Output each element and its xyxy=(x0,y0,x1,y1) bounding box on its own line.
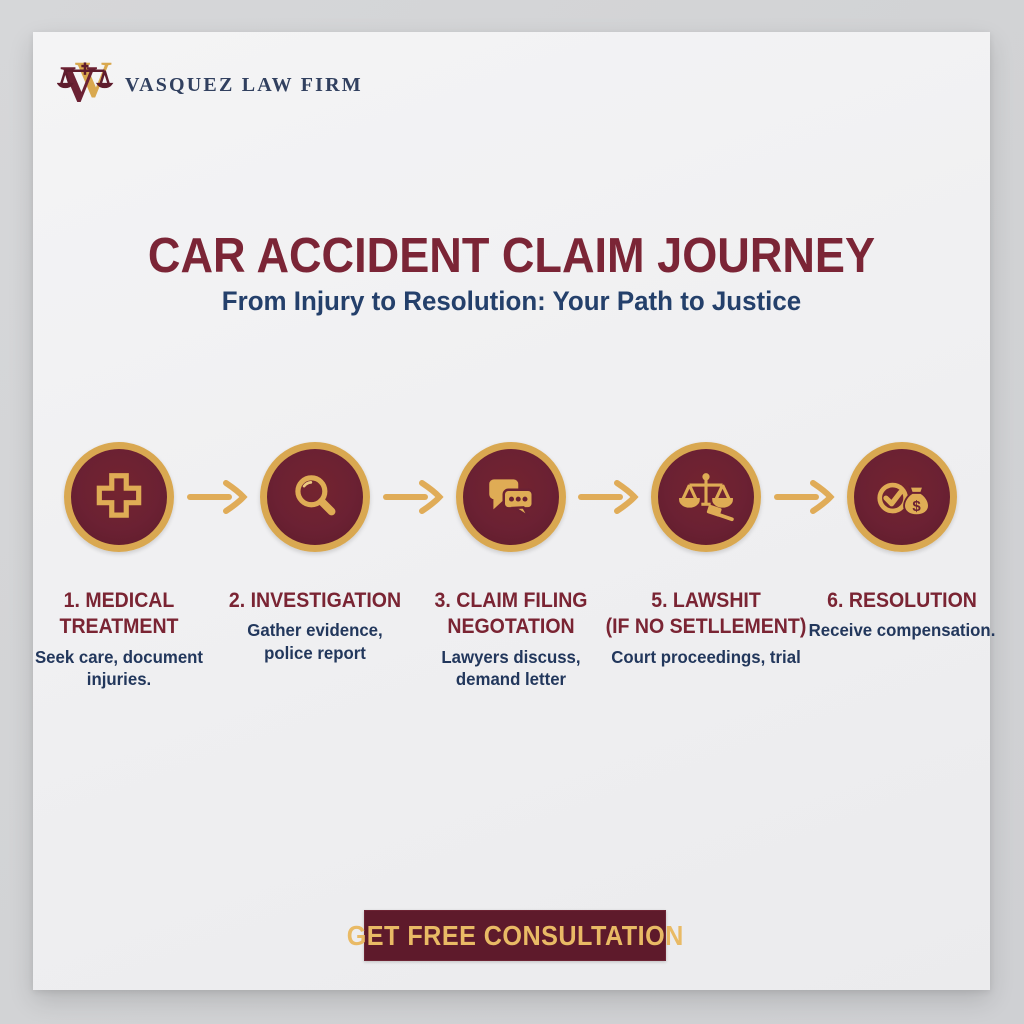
page-subtitle: From Injury to Resolution: Your Path to … xyxy=(221,286,802,316)
step-title: 2. INVESTIGATION xyxy=(228,589,402,612)
scales-gavel-icon xyxy=(679,473,734,522)
step-circle-investigation xyxy=(260,442,370,552)
brand-header: V V VASQUEZ LAW FIRM xyxy=(57,50,363,108)
step-description: Lawyers discuss, demand letter xyxy=(441,646,581,689)
cta-label: GET FREE CONSULTATION xyxy=(346,919,684,951)
check-money-bag-icon: $ xyxy=(877,482,930,517)
step-description: Seek care, document injuries. xyxy=(34,646,204,689)
step-title: 1. MEDICAL TREATMENT xyxy=(59,589,179,639)
scales-of-justice-glyph xyxy=(57,62,114,89)
arrow-right-icon xyxy=(187,480,248,514)
step-lawsuit: 5. LAWSHIT (IF NO SETLLEMENT) Court proc… xyxy=(591,588,821,668)
get-free-consultation-button[interactable]: GET FREE CONSULTATION xyxy=(346,910,683,961)
step-description: Gather evidence, police report xyxy=(247,620,383,663)
step-circle-claim-filing xyxy=(456,442,566,552)
logo-letter-maroon: V xyxy=(60,56,97,108)
chat-bubbles-icon xyxy=(489,479,534,519)
step-circle-medical xyxy=(64,442,174,552)
logo-letter-gold: V xyxy=(75,52,112,108)
step-description: Receive compensation. xyxy=(808,620,996,641)
brand-name: VASQUEZ LAW FIRM xyxy=(125,73,363,96)
step-circle-resolution: $ xyxy=(847,442,957,552)
step-investigation: 2. INVESTIGATION Gather evidence, police… xyxy=(200,588,430,664)
magnifier-icon xyxy=(295,475,336,516)
infographic-card: V V VASQUEZ LAW FIRM CAR ACCIDENT CLAIM … xyxy=(33,32,995,990)
step-resolution: 6. RESOLUTION Receive compensation. xyxy=(787,588,1017,642)
step-title: 5. LAWSHIT (IF NO SETLLEMENT) xyxy=(605,589,807,639)
arrow-right-icon xyxy=(578,480,639,514)
step-description: Court proceedings, trial xyxy=(611,646,801,667)
page-title: CAR ACCIDENT CLAIM JOURNEY xyxy=(147,229,876,283)
step-title: 6. RESOLUTION xyxy=(827,589,977,612)
dollar-glyph: $ xyxy=(912,498,921,515)
medical-cross-icon xyxy=(96,473,142,518)
step-title: 3. CLAIM FILING NEGOTATION xyxy=(434,589,588,639)
gavel-glyph xyxy=(706,504,734,522)
step-claim-filing: 3. CLAIM FILING NEGOTATION Lawyers discu… xyxy=(396,588,626,690)
step-circle-lawsuit xyxy=(651,442,761,552)
law-firm-logo-icon: V V xyxy=(57,52,114,108)
arrow-right-icon xyxy=(774,480,835,514)
arrow-right-icon xyxy=(383,480,444,514)
step-medical-treatment: 1. MEDICAL TREATMENT Seek care, document… xyxy=(4,588,234,690)
